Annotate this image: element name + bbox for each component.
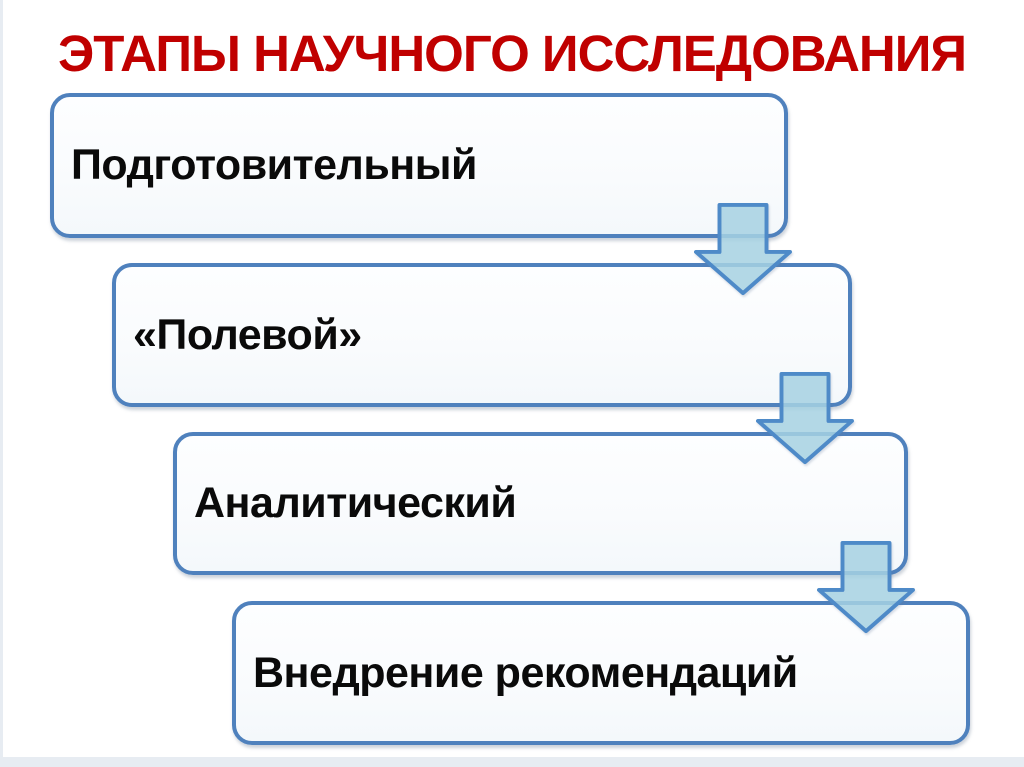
stage-box-field: «Полевой» xyxy=(112,263,852,407)
down-arrow-icon xyxy=(817,540,915,634)
slide-bottom-margin xyxy=(0,757,1024,767)
stage-label: Аналитический xyxy=(194,479,517,527)
down-arrow-icon xyxy=(694,202,792,296)
slide-left-margin xyxy=(0,0,3,767)
down-arrow-icon xyxy=(756,371,854,465)
stage-box-implementation: Внедрение рекомендаций xyxy=(232,601,970,745)
slide-title: ЭТАПЫ НАУЧНОГО ИССЛЕДОВАНИЯ xyxy=(57,25,967,82)
stage-label: Внедрение рекомендаций xyxy=(253,648,798,697)
stage-box-preparatory: Подготовительный xyxy=(50,93,788,238)
stage-label: Подготовительный xyxy=(71,141,477,189)
stage-box-analytical: Аналитический xyxy=(173,432,908,575)
stage-label: «Полевой» xyxy=(133,310,362,359)
